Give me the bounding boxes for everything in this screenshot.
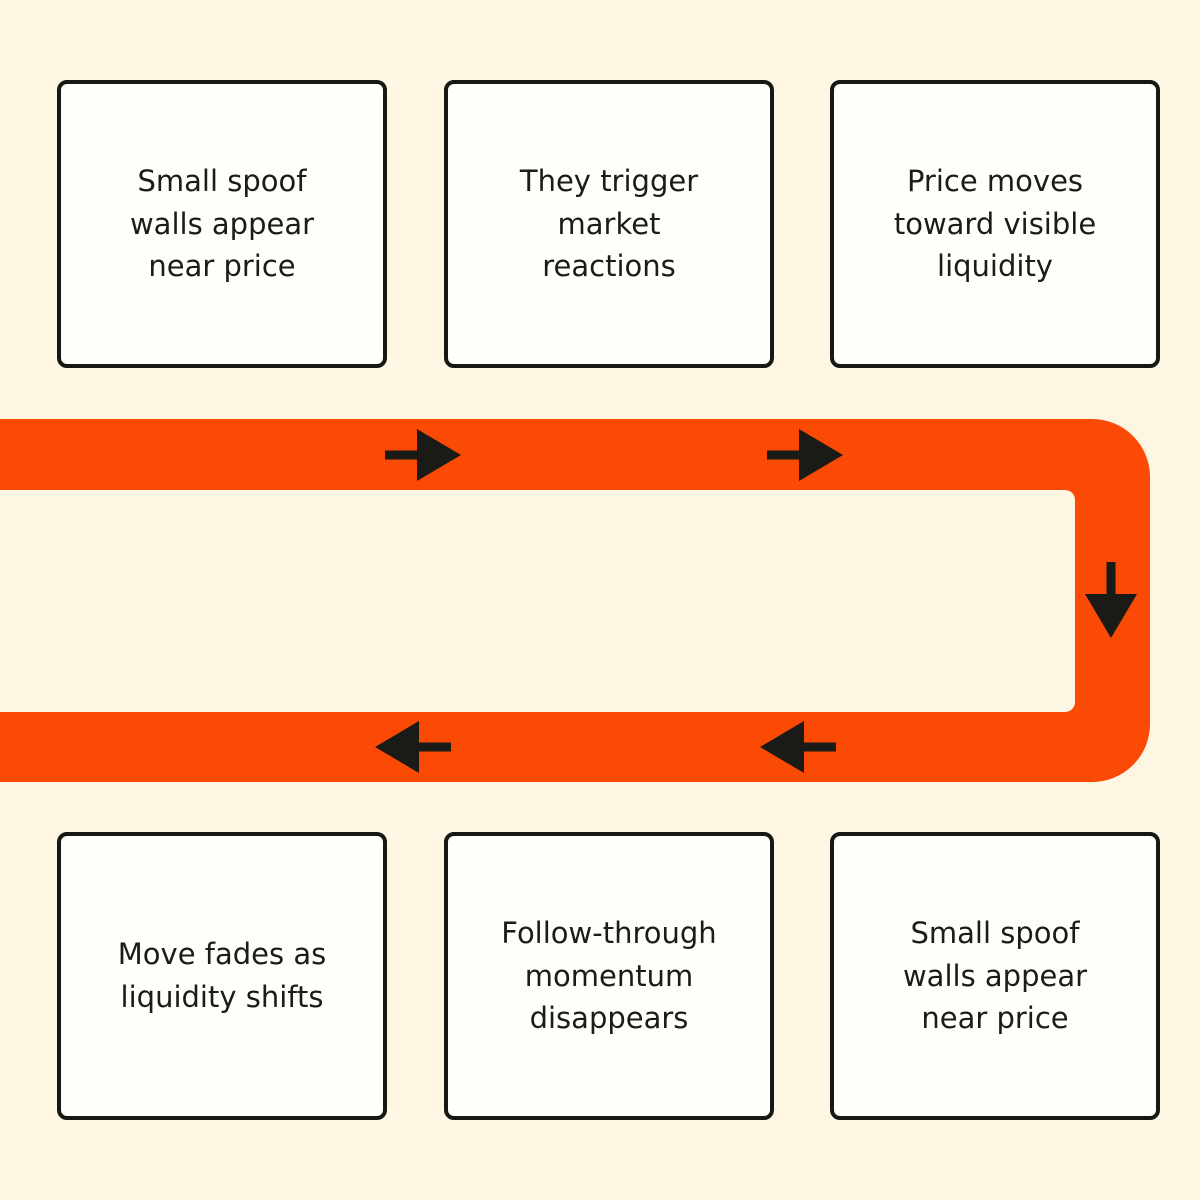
arrow-right-icon [385, 429, 461, 481]
arrow-down-icon [1085, 562, 1137, 638]
flow-step-label: Follow-through momentum disappears [501, 915, 717, 1036]
flow-step-top-1: Small spoof walls appear near price [57, 80, 387, 368]
flow-step-bottom-1: Move fades as liquidity shifts [57, 832, 387, 1120]
arrow-left-icon [375, 721, 451, 773]
flow-step-label: Move fades as liquidity shifts [117, 937, 327, 1014]
flow-step-label: Price moves toward visible liquidity [893, 163, 1097, 284]
flow-path [0, 419, 1150, 782]
arrow-left-icon [760, 721, 836, 773]
flow-step-label: Small spoof walls appear near price [129, 163, 315, 284]
flow-step-top-2: They trigger market reactions [444, 80, 774, 368]
flow-step-label: They trigger market reactions [519, 163, 699, 284]
flow-step-top-3: Price moves toward visible liquidity [830, 80, 1160, 368]
arrow-right-icon [767, 429, 843, 481]
flow-step-bottom-2: Follow-through momentum disappears [444, 832, 774, 1120]
flow-step-bottom-3: Small spoof walls appear near price [830, 832, 1160, 1120]
flow-step-label: Small spoof walls appear near price [902, 915, 1088, 1036]
flow-path-cutout [0, 490, 1075, 712]
